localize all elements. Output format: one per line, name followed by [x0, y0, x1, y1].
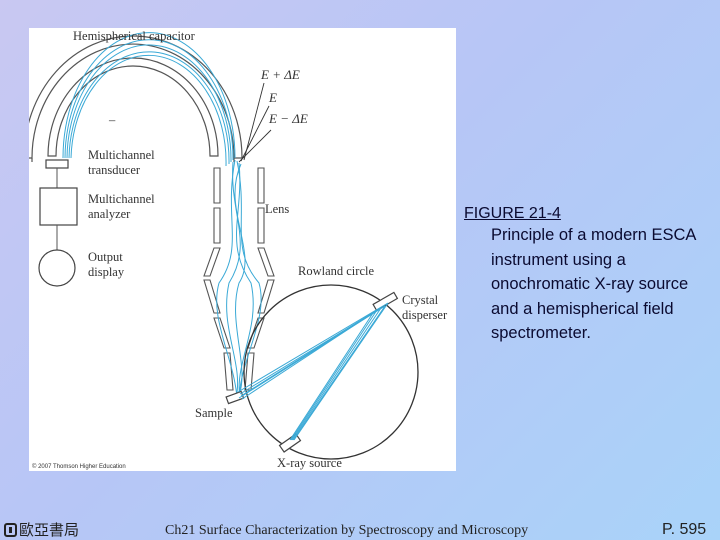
figure-caption: FIGURE 21-4 Principle of a modern ESCA i…: [464, 205, 709, 346]
capacitor-label: Hemispherical capacitor: [73, 29, 196, 43]
energy-markers: [238, 82, 272, 163]
sample-label: Sample: [195, 406, 233, 420]
transducer-label-1: Multichannel: [88, 148, 155, 162]
publisher-logo: 歐亞書局: [4, 519, 79, 540]
copyright-text: © 2007 Thomson Higher Education: [32, 463, 126, 470]
output-display-circle: [38, 249, 76, 287]
capacitor-beam-paths: [62, 32, 236, 167]
transducer-box: [45, 159, 69, 169]
output-label-1: Output: [88, 250, 123, 264]
analyzer-box: [39, 187, 78, 226]
figure-number: FIGURE 21-4: [464, 205, 561, 222]
lens-beam-paths: [216, 159, 262, 399]
crystal-label-1: Crystal: [402, 293, 439, 307]
rowland-circle: [243, 284, 419, 460]
page-number: P. 595: [662, 521, 707, 538]
minus-sign-label: –: [108, 113, 116, 127]
xray-source-label: X-ray source: [277, 456, 342, 470]
output-label-2: display: [88, 265, 125, 279]
course-footer: Ch21 Surface Characterization by Spectro…: [165, 523, 529, 538]
xray-beam-paths: [237, 302, 389, 441]
transducer-label-2: transducer: [88, 163, 141, 177]
figure-description: Principle of a modern ESCA instrument us…: [491, 226, 696, 342]
energy-minus-label: E − ΔE: [268, 111, 308, 126]
esca-diagram: E + ΔE E E − ΔE – Hemispherical capacito…: [29, 28, 456, 471]
rowland-circle-label: Rowland circle: [298, 264, 374, 278]
energy-plus-label: E + ΔE: [260, 67, 300, 82]
energy-center-label: E: [268, 90, 277, 105]
publisher-logo-icon: [4, 522, 17, 537]
analyzer-label-1: Multichannel: [88, 192, 155, 206]
lens-label: Lens: [265, 202, 289, 216]
esca-diagram-svg: E + ΔE E E − ΔE – Hemispherical capacito…: [29, 29, 448, 470]
hemispherical-capacitor: [29, 35, 243, 162]
crystal-label-2: disperser: [402, 308, 448, 322]
analyzer-label-2: analyzer: [88, 207, 131, 221]
publisher-name: 歐亞書局: [19, 521, 80, 539]
